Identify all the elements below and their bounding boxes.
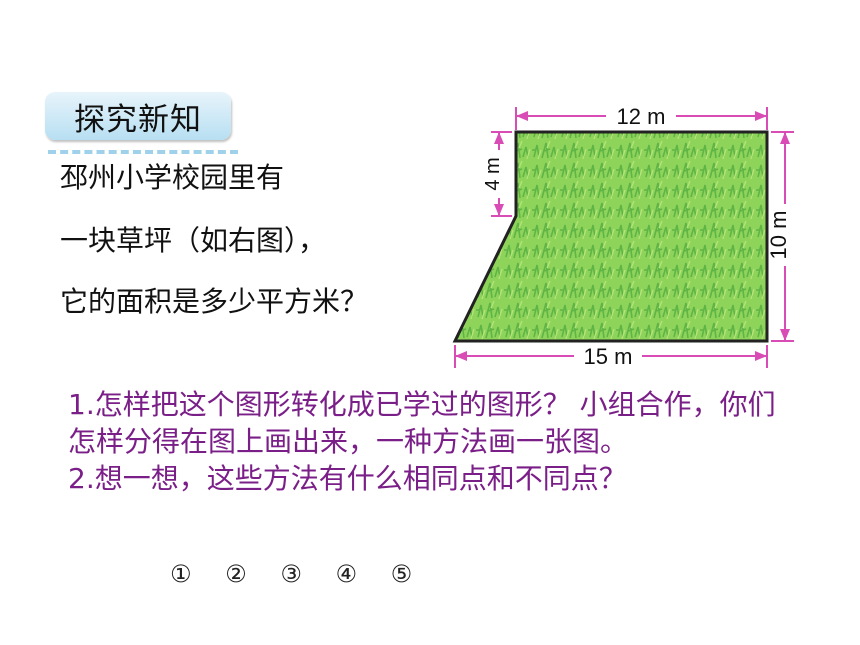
problem-line-1: 邳州小学校园里有 <box>60 161 285 194</box>
left-label-background <box>489 150 509 198</box>
top-dimension-label: 12 m <box>617 104 666 129</box>
right-label-background <box>774 204 798 266</box>
section-tag: 探究新知 <box>45 92 231 140</box>
question-2: 2.想一想，这些方法有什么相同点和不同点？ <box>68 462 627 495</box>
top-right-arrow-icon <box>755 111 767 121</box>
problem-line-2: 一块草坪（如右图）， <box>60 224 327 257</box>
problem-line-3: 它的面积是多少平方米？ <box>60 285 369 318</box>
method-marker-4: ④ <box>335 560 357 588</box>
left-dimension-label: 4 m <box>482 157 504 190</box>
right-dimension-label: 10 m <box>766 211 791 260</box>
right-bottom-arrow-icon <box>780 329 790 341</box>
bottom-left-arrow-icon <box>455 351 467 361</box>
method-marker-3: ③ <box>280 560 302 588</box>
left-bottom-arrow-icon <box>494 204 504 216</box>
section-divider <box>48 150 238 154</box>
discussion-questions: 1.怎样把这个图形转化成已学过的图形？ 小组合作，你们怎样分得在图上画出来，一种… <box>68 386 788 497</box>
right-top-arrow-icon <box>780 132 790 144</box>
bottom-right-arrow-icon <box>755 351 767 361</box>
bottom-dimension-label: 15 m <box>584 344 633 369</box>
method-marker-1: ① <box>170 560 192 588</box>
method-marker-5: ⑤ <box>390 560 413 588</box>
question-1: 1.怎样把这个图形转化成已学过的图形？ 小组合作，你们怎样分得在图上画出来，一种… <box>68 388 776 458</box>
left-top-arrow-icon <box>494 132 504 144</box>
lawn-shape <box>452 130 769 343</box>
method-marker-2: ② <box>225 560 247 588</box>
bottom-label-background <box>574 344 642 368</box>
top-left-arrow-icon <box>516 111 528 121</box>
top-label-background <box>606 104 676 128</box>
method-markers: ① ② ③ ④ ⑤ <box>170 560 438 588</box>
